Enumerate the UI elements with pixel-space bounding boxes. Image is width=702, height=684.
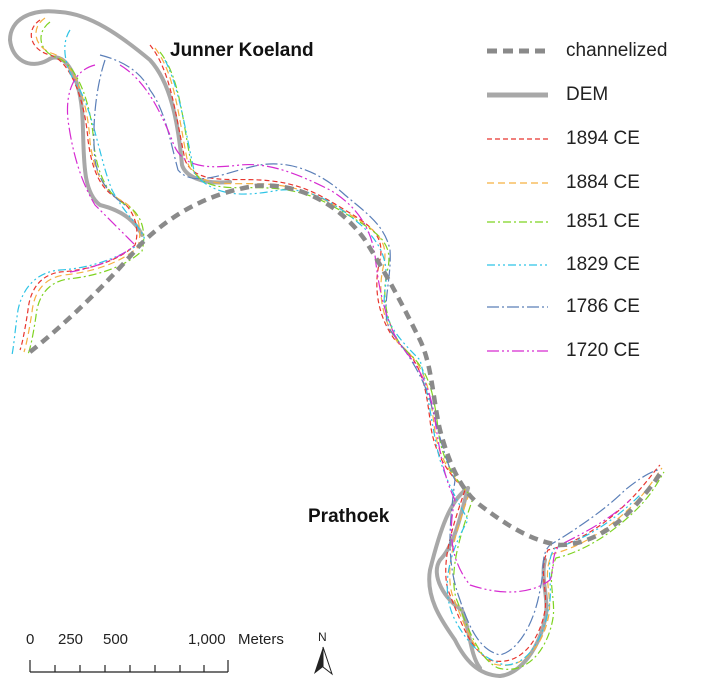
legend-label-1884: 1884 CE — [566, 172, 640, 193]
channelized-line — [28, 183, 665, 548]
channel-1720 — [66, 64, 631, 593]
north-arrow-label: N — [318, 630, 327, 644]
legend-label-1829: 1829 CE — [566, 254, 640, 275]
legend-label-1894: 1894 CE — [566, 128, 640, 149]
scale-tick-500: 500 — [103, 631, 129, 648]
scale-unit: Meters — [238, 631, 284, 648]
dem-line-4 — [434, 486, 482, 670]
legend-label-channelized: channelized — [566, 40, 668, 61]
channel-1851 — [27, 21, 665, 670]
scale-bar — [29, 660, 229, 673]
place-label-prathoek: Prathoek — [308, 506, 390, 527]
dem-layer — [7, 9, 549, 678]
place-label-junner-koeland: Junner Koeland — [170, 40, 314, 61]
scale-tick-1000: 1,000 — [188, 631, 226, 648]
dem-line-2 — [58, 10, 232, 185]
legend-label-1720: 1720 CE — [566, 340, 640, 361]
legend-label-dem: DEM — [566, 84, 609, 105]
north-arrow-icon — [314, 646, 333, 676]
scale-tick-0: 0 — [26, 631, 35, 648]
dem-line-3 — [427, 486, 502, 678]
legend-label-1786: 1786 CE — [566, 296, 640, 317]
dem-line — [7, 9, 144, 237]
historic-channels — [11, 17, 665, 670]
channel-1786 — [93, 54, 659, 656]
channel-1894 — [19, 19, 661, 662]
channel-1829 — [11, 29, 641, 666]
dem-line-5 — [498, 558, 549, 678]
scale-tick-250: 250 — [58, 631, 84, 648]
legend-label-1851: 1851 CE — [566, 211, 640, 232]
legend-symbols — [487, 48, 548, 352]
